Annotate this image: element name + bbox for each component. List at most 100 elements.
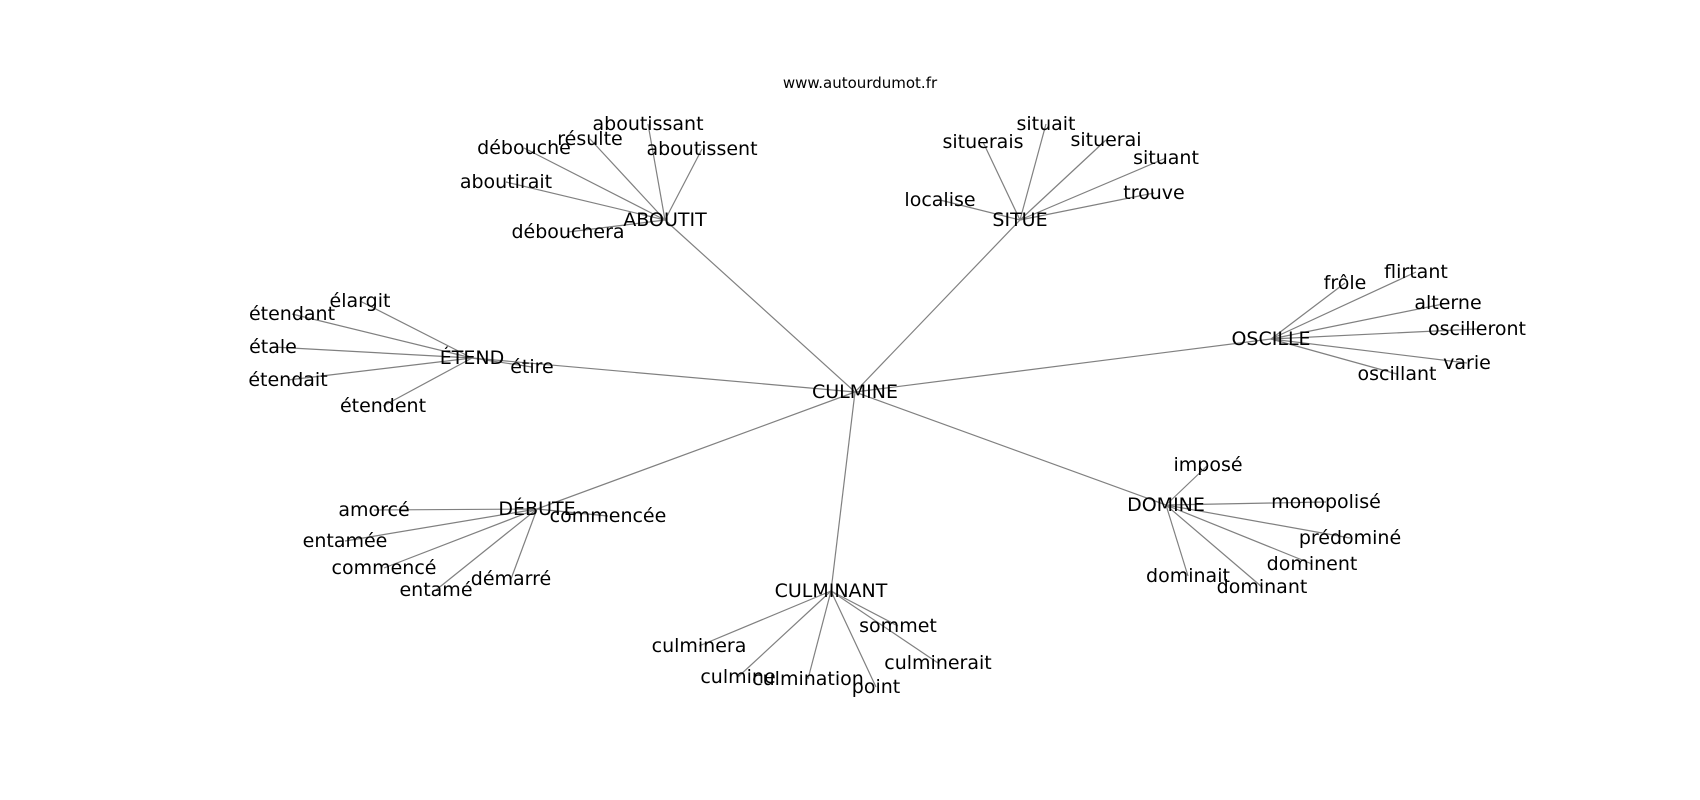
leaf-node-etendent[interactable]: étendent [340,395,426,417]
edge-etend-etendent [382,357,473,407]
edge-situe-situerai [1019,139,1107,221]
edge-situe-situant [1019,157,1167,221]
edge-culminant-point [830,590,877,688]
leaf-node-entame[interactable]: entamé [399,579,472,601]
edge-center-situe [854,219,1021,393]
leaf-node-impose[interactable]: imposé [1173,454,1242,476]
hub-node-oscille[interactable]: OSCILLE [1231,328,1310,350]
center-node[interactable]: CULMINE [812,381,898,403]
edge-aboutit-aboutissant [647,123,666,221]
edge-domine-dominent [1165,504,1313,565]
hub-node-situe[interactable]: SITUE [992,209,1047,231]
leaf-node-elargit[interactable]: élargit [330,290,391,312]
leaf-node-amorce[interactable]: amorcé [338,499,409,521]
edge-oscille-oscilleront [1270,328,1478,340]
edge-domine-impose [1165,464,1209,506]
edge-debute-commencee [536,508,609,517]
leaf-node-debouche[interactable]: débouche [477,137,571,159]
leaf-node-situerai[interactable]: situerai [1070,129,1141,151]
hub-node-culminant[interactable]: CULMINANT [775,580,888,602]
edge-etend-etale [272,346,473,359]
leaf-node-situerais[interactable]: situerais [943,131,1024,153]
edge-culminant-culmination [807,590,832,680]
edge-debute-amorce [373,508,538,511]
hub-node-aboutit[interactable]: ABOUTIT [623,209,707,231]
edge-center-domine [854,391,1167,506]
edge-center-aboutit [664,219,856,393]
edge-oscille-oscillant [1270,338,1398,375]
leaf-node-point[interactable]: point [852,676,900,698]
leaf-node-demarre[interactable]: démarré [471,568,551,590]
edge-oscille-alterne [1270,302,1449,340]
edge-etend-etire [471,357,533,368]
leaf-node-oscilleront[interactable]: oscilleront [1428,318,1526,340]
leaf-node-flirtant[interactable]: flirtant [1384,261,1448,283]
edge-oscille-varie [1270,338,1468,364]
hub-node-etend[interactable]: ÉTEND [440,346,504,369]
edge-aboutit-debouchera [567,219,666,233]
leaf-node-etendant[interactable]: étendant [249,303,335,325]
edge-oscille-flirtant [1270,271,1417,340]
edge-aboutit-debouche [523,147,666,221]
edge-center-culminant [830,391,856,592]
leaf-node-culmination[interactable]: culmination [752,668,864,690]
edge-situe-localise [939,199,1021,221]
leaf-node-sommet[interactable]: sommet [859,615,937,637]
leaf-node-predomine[interactable]: prédominé [1299,527,1401,549]
leaf-node-oscillant[interactable]: oscillant [1358,363,1437,385]
edge-domine-monopolise [1165,501,1327,506]
edge-center-debute [536,391,856,510]
edge-debute-commence [383,508,538,569]
edge-center-etend [471,357,856,393]
leaf-node-situant[interactable]: situant [1133,147,1199,169]
leaf-node-dominant[interactable]: dominant [1217,576,1308,598]
edge-oscille-frole [1270,282,1346,340]
edge-aboutit-aboutissent [664,148,703,221]
leaf-node-aboutissant[interactable]: aboutissant [592,113,703,135]
leaf-node-entamee[interactable]: entamée [303,530,388,552]
leaf-node-dominait[interactable]: dominait [1146,565,1230,587]
leaf-node-resulte[interactable]: résulte [557,128,622,150]
leaf-node-commencee[interactable]: commencée [550,505,667,527]
leaf-node-aboutirait[interactable]: aboutirait [460,171,552,193]
leaf-node-dominent[interactable]: dominent [1267,553,1358,575]
edge-situe-situait [1019,123,1047,221]
hub-node-domine[interactable]: DOMINE [1127,494,1205,516]
leaf-node-debouchera[interactable]: débouchera [511,221,624,243]
leaf-node-etire[interactable]: étire [510,356,554,378]
edge-culminant-culmine [737,590,832,678]
edge-debute-demarre [510,508,538,580]
edges [272,123,1478,688]
leaf-node-situait[interactable]: situait [1016,113,1075,135]
edge-culminant-sommet [830,590,899,627]
leaf-node-commence[interactable]: commencé [332,557,437,579]
labels: www.autourdumot.fr ABOUTIT aboutissantrés… [248,74,1526,698]
edge-debute-entame [435,508,538,591]
edge-center-oscille [854,338,1272,393]
leaf-node-alterne[interactable]: alterne [1414,292,1481,314]
leaf-node-monopolise[interactable]: monopolisé [1271,491,1381,513]
edge-situe-situerais [982,141,1021,221]
leaf-node-localise[interactable]: localise [904,189,975,211]
edge-culminant-culminera [698,590,832,647]
edge-etend-elargit [359,300,473,359]
edge-domine-predomine [1165,504,1351,539]
edge-etend-etendait [287,357,473,381]
leaf-node-culminerait[interactable]: culminerait [884,652,991,674]
edge-situe-trouve [1019,192,1155,221]
edge-domine-dominant [1165,504,1263,588]
leaf-node-varie[interactable]: varie [1443,352,1491,374]
site-url[interactable]: www.autourdumot.fr [783,74,938,92]
leaf-node-culmine[interactable]: culmine [700,666,775,688]
leaf-node-etale[interactable]: étale [249,336,297,358]
hub-node-debute[interactable]: DÉBUTE [498,497,575,520]
edge-culminant-culminerait [830,590,939,664]
leaf-node-culminera[interactable]: culminera [652,635,747,657]
leaf-node-trouve[interactable]: trouve [1123,182,1184,204]
leaf-node-aboutissent[interactable]: aboutissent [646,138,757,160]
leaf-node-frole[interactable]: frôle [1324,272,1367,294]
edge-debute-entamee [344,508,538,542]
edge-etend-etendant [291,313,473,359]
leaf-node-etendait[interactable]: étendait [248,369,327,391]
